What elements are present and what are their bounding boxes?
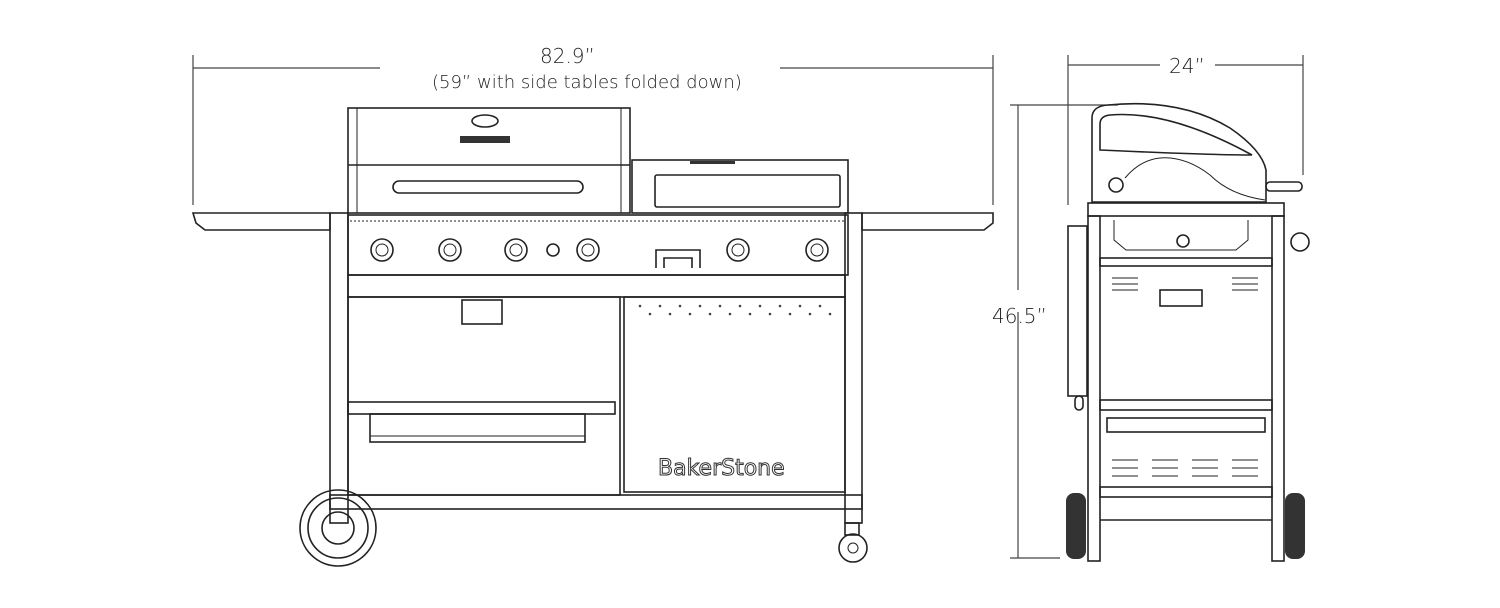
caster-wheel xyxy=(838,533,868,563)
folded-width-note: (59” with side tables folded down) xyxy=(432,72,742,93)
height-dimension-label: 46.5” xyxy=(992,304,1047,328)
wheel xyxy=(299,489,377,567)
depth-dimension-label: 24” xyxy=(1169,54,1205,78)
side-view xyxy=(1010,55,1310,562)
width-dimension-label: 82.9” xyxy=(540,44,595,68)
width-dimension-lines xyxy=(192,55,994,205)
front-view xyxy=(191,107,994,567)
burner-knobs xyxy=(370,238,829,262)
cabinet-brand-logo: BakerStone xyxy=(658,456,786,482)
